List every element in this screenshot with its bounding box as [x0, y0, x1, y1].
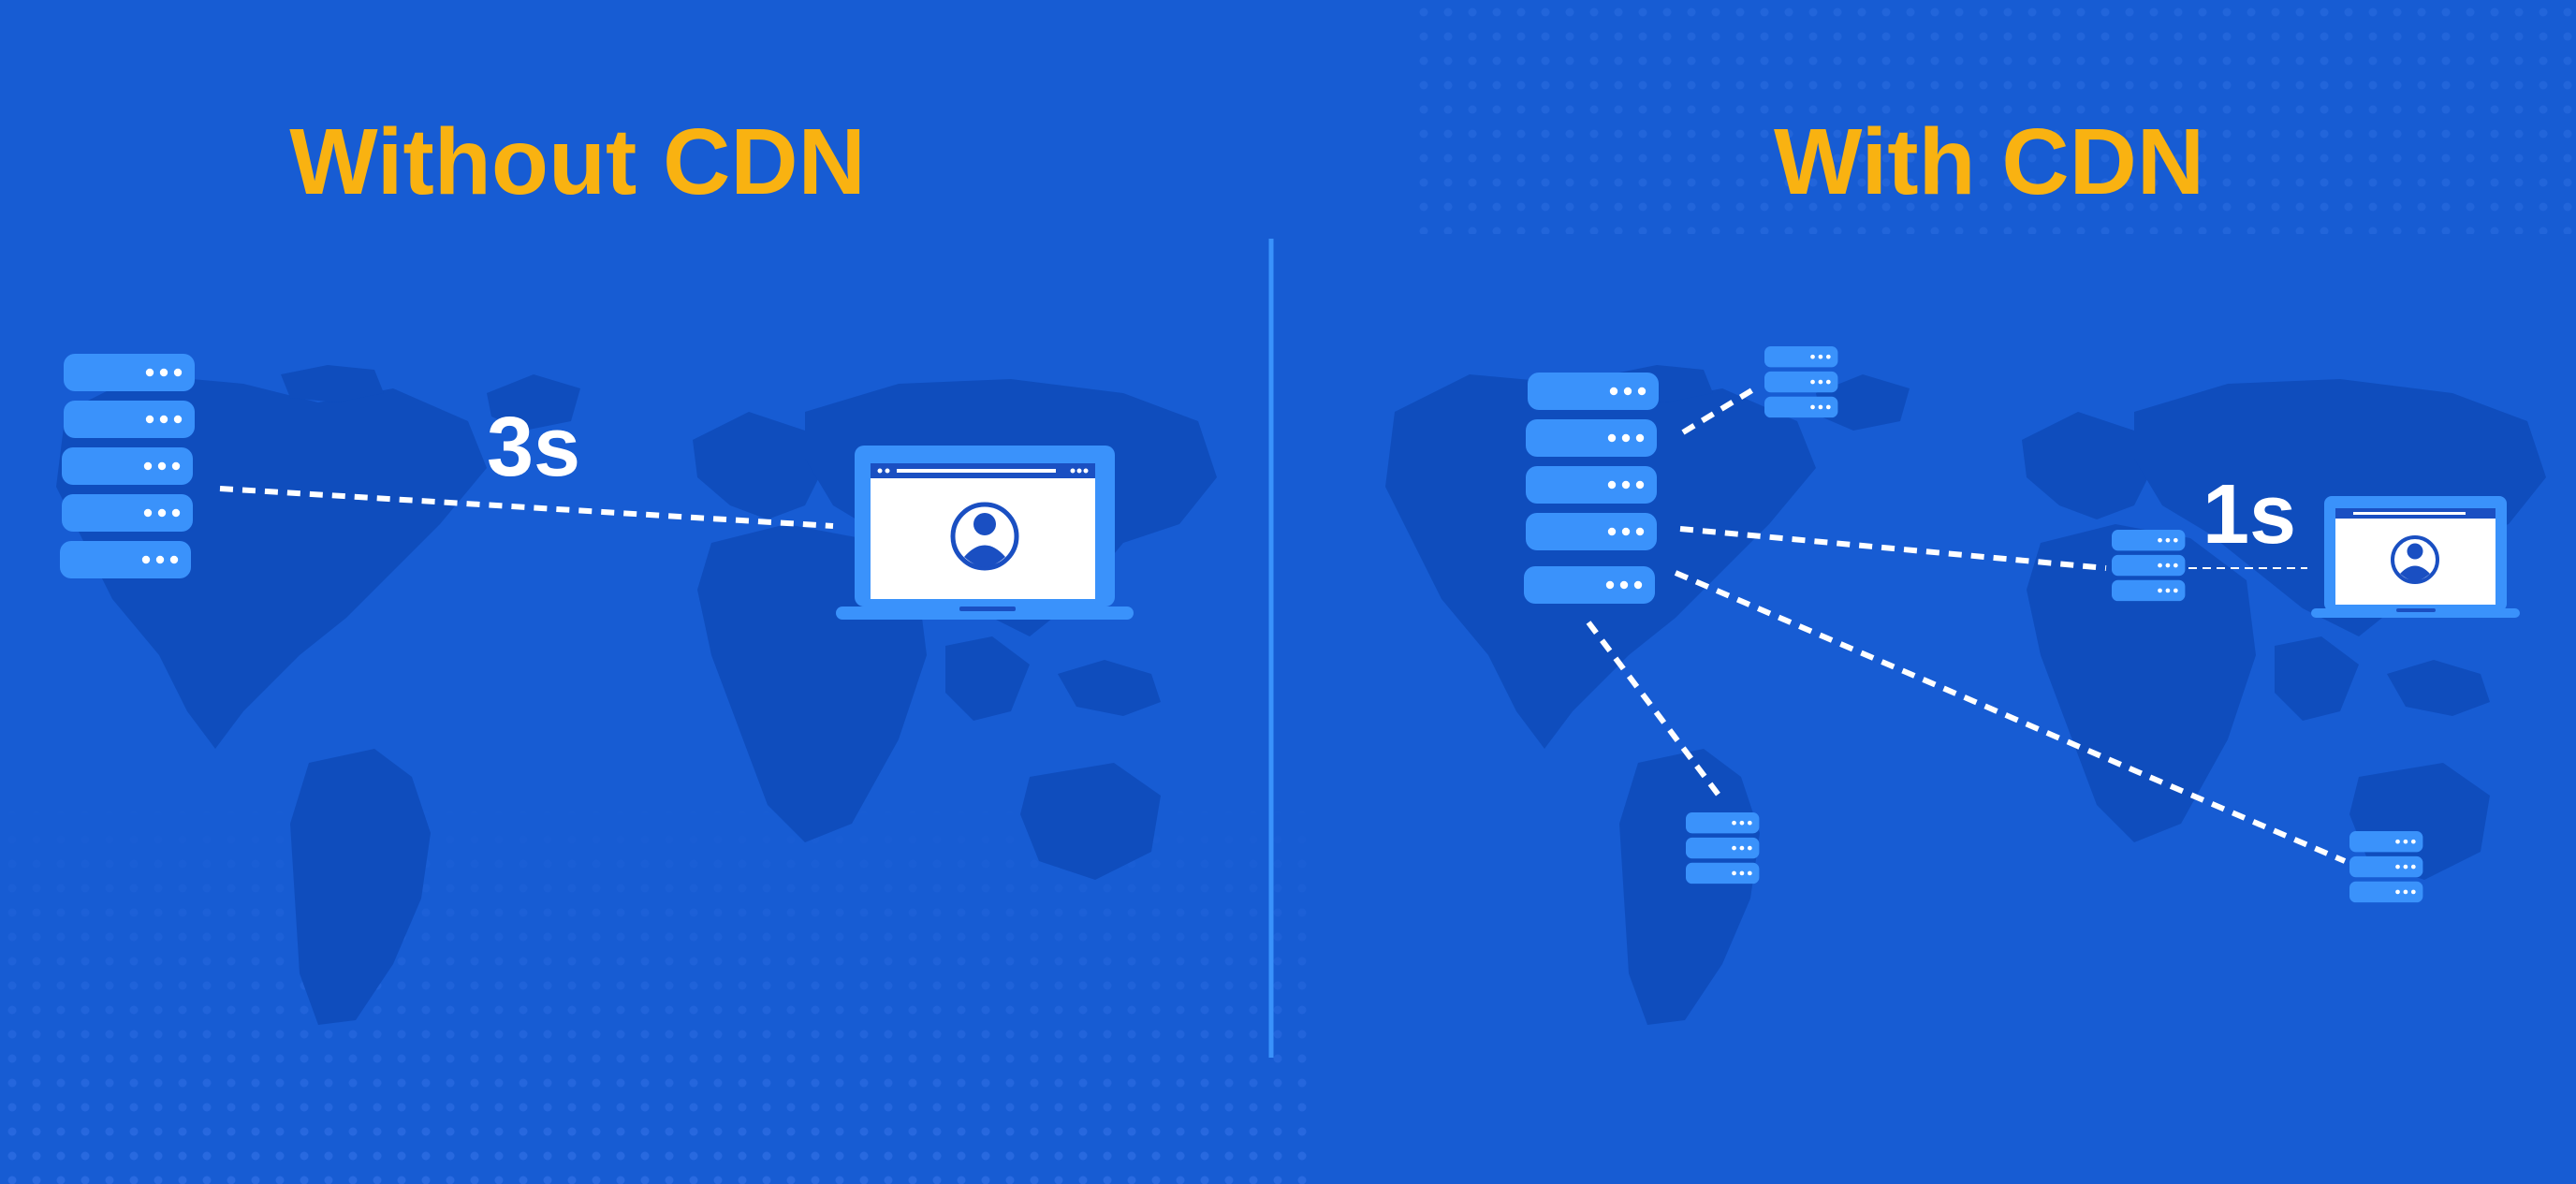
without-cdn-title: Without CDN: [289, 110, 866, 214]
edge-server-north-icon: [1764, 346, 1838, 418]
cdn-link-lines: [1586, 386, 2347, 864]
client-laptop-right-icon: [2311, 496, 2520, 618]
user-avatar-right-icon: [2391, 535, 2439, 584]
without-cdn-latency-label: 3s: [487, 401, 581, 494]
client-laptop-left-icon: [836, 446, 1134, 620]
origin-server-left-icon: [60, 354, 195, 578]
edge-server-south-america-icon: [1686, 812, 1760, 884]
edge-server-asia-icon: [2112, 530, 2186, 602]
origin-server-right-icon: [1524, 373, 1659, 604]
with-cdn-title: With CDN: [1773, 110, 2205, 214]
user-avatar-left-icon: [950, 502, 1019, 571]
edge-server-australia-icon: [2349, 831, 2423, 903]
origin-to-client-link: [219, 486, 834, 529]
with-cdn-latency-label: 1s: [2203, 468, 2297, 562]
